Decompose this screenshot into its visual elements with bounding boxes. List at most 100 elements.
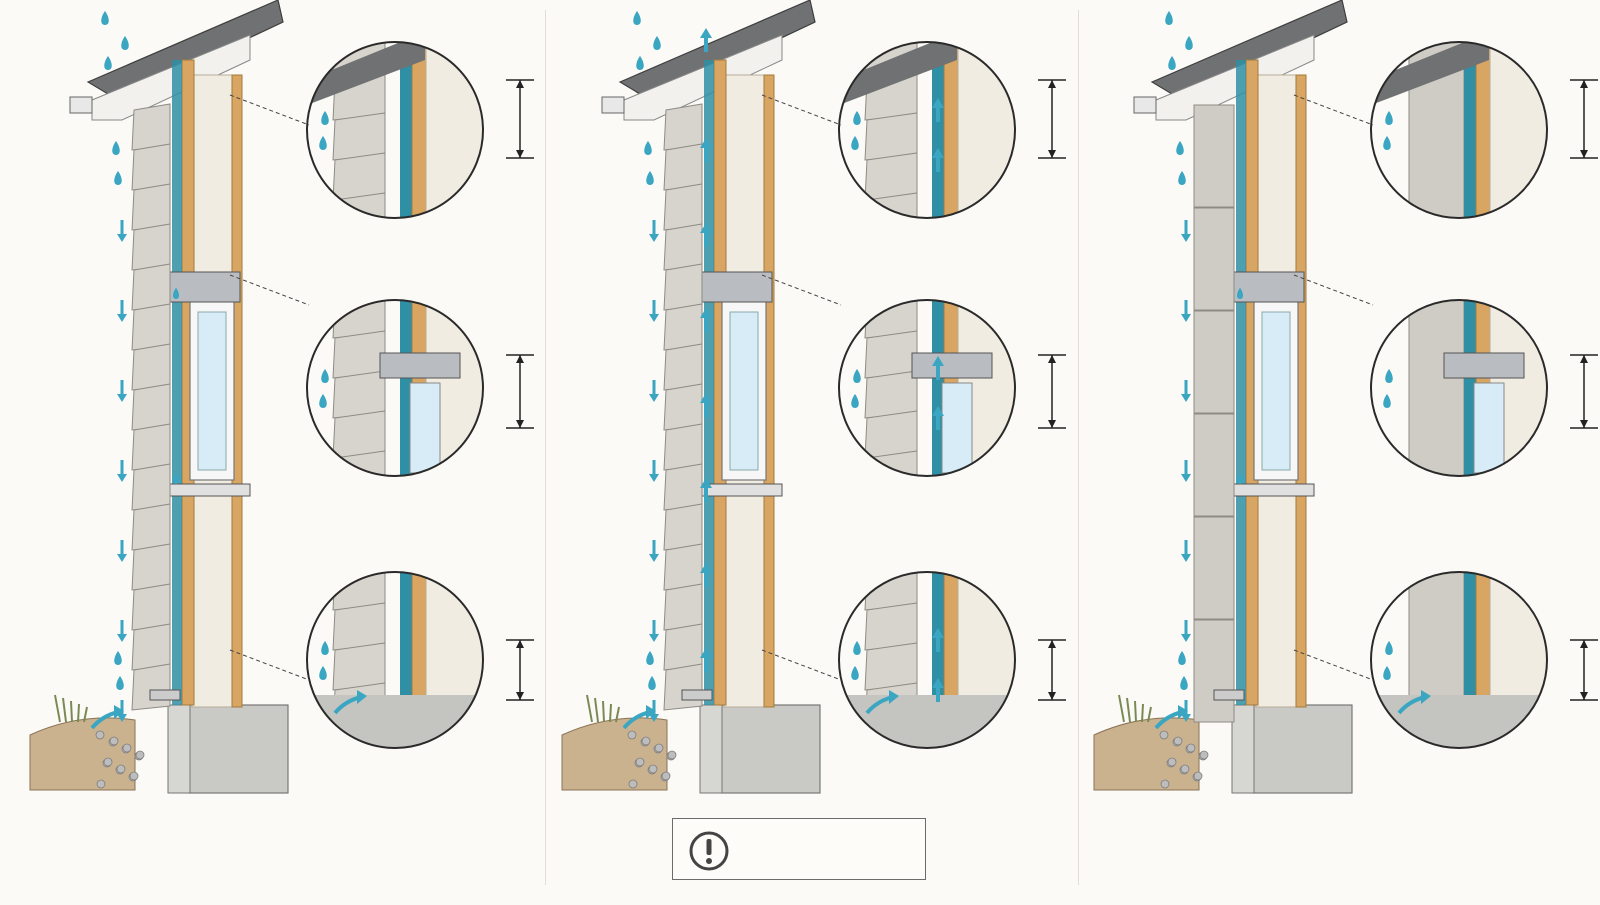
- water-drop: [1383, 666, 1391, 680]
- wall-section-3: [1093, 0, 1598, 794]
- airflow-arrow-head: [932, 356, 944, 366]
- grass: [1126, 697, 1131, 723]
- detail-foundation: [839, 695, 1015, 748]
- water-drop: [653, 36, 661, 50]
- detail-membrane: [400, 300, 412, 476]
- detail-content: [1371, 300, 1547, 476]
- leader-line: [229, 274, 310, 306]
- dimension-arrow: [1580, 150, 1588, 158]
- water-drop: [1165, 11, 1173, 25]
- soil: [29, 717, 136, 791]
- window-sill: [159, 483, 251, 497]
- detail-insulation: [425, 42, 483, 218]
- foundation: [187, 704, 289, 794]
- foundation-footing: [167, 704, 191, 794]
- detail-flashing: [1443, 352, 1525, 379]
- lap-siding-board: [131, 503, 171, 551]
- gravel: [648, 764, 658, 774]
- detail-roof: [307, 42, 425, 105]
- lap-siding-board: [663, 223, 703, 271]
- grass: [1134, 700, 1137, 723]
- lap-siding-board: [131, 183, 171, 231]
- leader-line: [229, 649, 310, 681]
- drip-edge: [149, 689, 181, 701]
- detail-foundation: [1371, 695, 1547, 748]
- lap-siding-board: [663, 383, 703, 431]
- grass: [586, 694, 593, 723]
- water-drop: [851, 394, 859, 408]
- water-drop: [1383, 136, 1391, 150]
- drip-arrow-head: [649, 314, 659, 322]
- detail-siding: [864, 152, 918, 201]
- drainage-arrow-head: [357, 690, 367, 704]
- grass: [1118, 694, 1125, 723]
- lap-siding-board: [663, 303, 703, 351]
- drip-arrow-head: [649, 234, 659, 242]
- detail-content: [839, 300, 1015, 476]
- stone-panel: [1193, 104, 1235, 208]
- dimension-arrow: [516, 692, 524, 700]
- dimension-arrow: [1580, 80, 1588, 88]
- airflow-arrow-head: [700, 308, 712, 318]
- water-drop: [851, 666, 859, 680]
- detail-foundation: [307, 695, 483, 748]
- gutter: [69, 96, 93, 114]
- water-drop: [1237, 472, 1243, 484]
- drip-arrow-head: [117, 474, 127, 482]
- detail-membrane: [1464, 300, 1476, 476]
- detail-content: [307, 42, 483, 218]
- gravel: [627, 730, 637, 740]
- detail-siding: [332, 330, 386, 379]
- water-drop: [319, 666, 327, 680]
- detail-siding: [332, 572, 386, 611]
- detail-circle: [1370, 571, 1548, 749]
- airflow-arrow-head: [700, 648, 712, 658]
- gravel: [129, 771, 139, 781]
- gravel: [116, 764, 126, 774]
- lap-siding-board: [131, 223, 171, 271]
- grass: [602, 700, 605, 723]
- detail-siding: [332, 602, 386, 651]
- drip-arrow-head: [649, 634, 659, 642]
- water-drop: [321, 111, 329, 125]
- detail-siding: [864, 602, 918, 651]
- stone-panel: [1193, 207, 1235, 311]
- airflow-arrow-head: [932, 628, 944, 638]
- detail-content: [307, 300, 483, 476]
- detail-window: [1473, 382, 1505, 474]
- water-drop: [1185, 36, 1193, 50]
- water-drop: [173, 472, 179, 484]
- detail-content: [307, 572, 483, 748]
- drainage-arrow-head: [1178, 705, 1188, 719]
- detail-circle: [838, 299, 1016, 477]
- lap-siding-board: [663, 583, 703, 631]
- water-drop: [1383, 394, 1391, 408]
- detail-siding: [332, 370, 386, 419]
- detail-insulation: [1489, 42, 1547, 218]
- exclamation-circle-icon: [689, 831, 729, 871]
- leader-line: [761, 94, 842, 126]
- lap-siding-board: [131, 103, 171, 151]
- dimension-arrow: [1580, 640, 1588, 648]
- detail-siding: [332, 410, 386, 459]
- gravel: [641, 736, 651, 746]
- foundation: [719, 704, 821, 794]
- panel-divider-2: [1078, 10, 1079, 885]
- detail-circle: [306, 41, 484, 219]
- water-drop: [853, 641, 861, 655]
- drainage-arrow-head: [646, 705, 656, 719]
- dimension-arrow: [516, 355, 524, 363]
- detail-sheathing: [1475, 42, 1491, 218]
- drip-arrow-head: [1181, 634, 1191, 642]
- dimension-arrow: [1580, 355, 1588, 363]
- drip-arrow-head: [117, 554, 127, 562]
- drainage-arrow-head: [1421, 690, 1431, 704]
- foundation-footing: [1231, 704, 1255, 794]
- airflow-arrow-head: [932, 98, 944, 108]
- detail-stone: [1408, 300, 1465, 476]
- stone-panel: [1193, 619, 1235, 723]
- grass: [77, 703, 80, 723]
- gravel: [1186, 743, 1196, 753]
- water-drop: [1176, 141, 1184, 155]
